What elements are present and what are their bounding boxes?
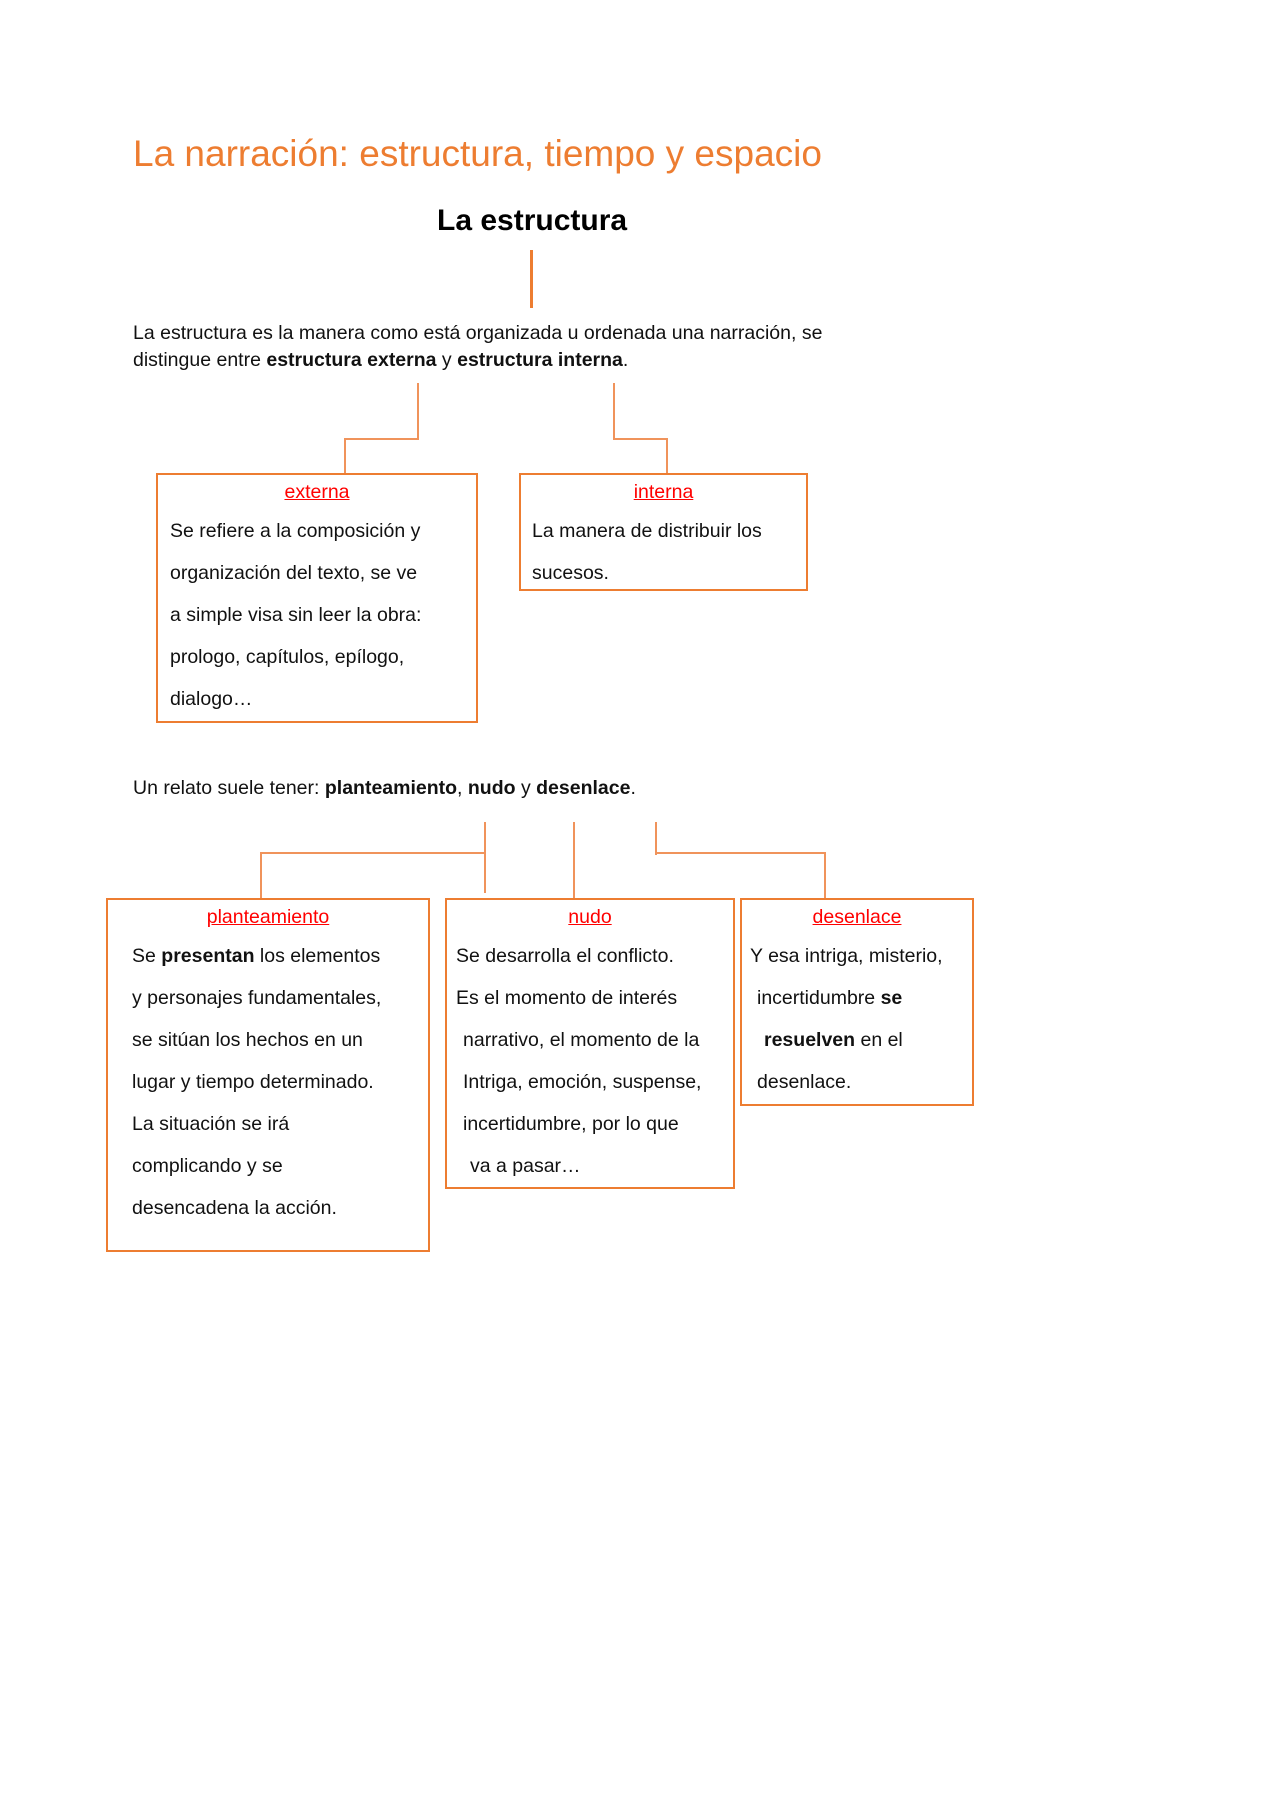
box-externa-title: externa — [284, 481, 350, 503]
intro-bold-interna: estructura interna — [457, 349, 623, 371]
relato-bold-nudo: nudo — [467, 777, 516, 799]
intro-text-a: distingue entre — [133, 349, 267, 371]
box-planteamiento-line: y personajes fundamentales, — [132, 987, 382, 1009]
relato-text-a: Un relato suele tener: — [133, 777, 325, 799]
connector-interna-h — [613, 438, 668, 440]
box-interna-body: La manera de distribuir los sucesos. — [521, 510, 806, 594]
intro-text-b: y — [436, 349, 458, 371]
box-desenlace-line: resuelven en el — [750, 1019, 968, 1061]
box-desenlace-text-b: en el — [855, 1029, 903, 1051]
relato-text-d: . — [630, 777, 636, 799]
connector-planteamiento-v1 — [484, 822, 486, 893]
box-desenlace-bold-resuelven: resuelven — [764, 1029, 856, 1051]
box-desenlace-line: Y esa intriga, misterio, — [750, 945, 943, 967]
relato-bold-desenlace: desenlace — [536, 777, 631, 799]
intro-line-2: distingue entre estructura externa y est… — [133, 347, 933, 374]
box-externa-line: prologo, capítulos, epílogo, — [170, 646, 405, 668]
relato-text-b: , — [457, 777, 468, 799]
connector-nudo-v — [573, 822, 575, 898]
box-planteamiento-line: Se presentan los elementos — [132, 935, 424, 977]
box-externa-line: Se refiere a la composición y — [170, 520, 421, 542]
box-externa-line: organización del texto, se ve — [170, 562, 418, 584]
box-desenlace-body: Y esa intriga, misterio, incertidumbre s… — [742, 935, 972, 1103]
intro-bold-externa: estructura externa — [266, 349, 437, 371]
box-planteamiento-line: La situación se irá — [132, 1113, 290, 1135]
box-interna-title: interna — [633, 481, 694, 503]
box-interna-line: La manera de distribuir los — [532, 520, 762, 542]
box-nudo-line: narrativo, el momento de la — [463, 1029, 700, 1051]
box-nudo-line: incertidumbre, por lo que — [463, 1113, 679, 1135]
box-planteamiento-line: complicando y se — [132, 1155, 283, 1177]
box-externa-line: a simple visa sin leer la obra: — [170, 604, 422, 626]
box-planteamiento-body: Se presentan los elementos y personajes … — [108, 935, 428, 1229]
connector-interna-v1 — [613, 383, 615, 440]
box-nudo-line: Se desarrolla el conflicto. — [456, 945, 674, 967]
intro-line-1: La estructura es la manera como está org… — [133, 322, 823, 344]
connector-externa-v1 — [417, 383, 419, 440]
box-desenlace-line: incertidumbre se — [750, 977, 968, 1019]
box-planteamiento-line: desencadena la acción. — [132, 1197, 337, 1219]
relato-paragraph: Un relato suele tener: planteamiento, nu… — [133, 775, 893, 802]
relato-bold-planteamiento: planteamiento — [324, 777, 458, 799]
box-nudo-line: Es el momento de interés — [456, 987, 678, 1009]
box-desenlace-line: desenlace. — [757, 1071, 852, 1093]
box-externa-line: dialogo… — [170, 688, 253, 710]
section-subtitle: La estructura — [437, 204, 628, 237]
box-nudo: nudo Se desarrolla el conflicto. Es el m… — [445, 898, 735, 1189]
box-interna-line: sucesos. — [532, 562, 609, 584]
connector-subtitle-vertical — [530, 250, 533, 308]
relato-text-c: y — [515, 777, 537, 799]
box-nudo-line: va a pasar… — [470, 1155, 581, 1177]
box-desenlace-bold-se: se — [880, 987, 903, 1009]
connector-desenlace-v2 — [824, 852, 826, 898]
intro-text-c: . — [622, 349, 629, 371]
connector-planteamiento-v2 — [260, 852, 262, 898]
connector-interna-v2 — [666, 438, 668, 475]
box-planteamiento-line: se sitúan los hechos en un — [132, 1029, 363, 1051]
box-nudo-body: Se desarrolla el conflicto. Es el moment… — [447, 935, 733, 1187]
connector-desenlace-v1 — [655, 822, 657, 855]
box-nudo-title: nudo — [568, 906, 612, 928]
connector-externa-v2 — [344, 438, 346, 475]
box-planteamiento-bold: presentan — [161, 945, 255, 967]
connector-externa-h — [344, 438, 419, 440]
box-estructura-interna: interna La manera de distribuir los suce… — [519, 473, 808, 591]
box-desenlace-title: desenlace — [812, 906, 902, 928]
box-planteamiento-title: planteamiento — [206, 906, 330, 928]
box-desenlace-text-a: incertidumbre — [757, 987, 881, 1009]
connector-planteamiento-h — [260, 852, 486, 854]
box-nudo-line: Intriga, emoción, suspense, — [463, 1071, 702, 1093]
box-desenlace: desenlace Y esa intriga, misterio, incer… — [740, 898, 974, 1106]
box-estructura-externa: externa Se refiere a la composición y or… — [156, 473, 478, 723]
box-planteamiento: planteamiento Se presentan los elementos… — [106, 898, 430, 1252]
page-title: La narración: estructura, tiempo y espac… — [133, 133, 822, 174]
box-planteamiento-text-b: los elementos — [254, 945, 381, 967]
box-externa-body: Se refiere a la composición y organizaci… — [158, 510, 476, 720]
connector-desenlace-h — [655, 852, 826, 854]
box-planteamiento-text-a: Se — [132, 945, 162, 967]
intro-paragraph: La estructura es la manera como está org… — [133, 320, 933, 374]
box-planteamiento-line: lugar y tiempo determinado. — [132, 1071, 374, 1093]
